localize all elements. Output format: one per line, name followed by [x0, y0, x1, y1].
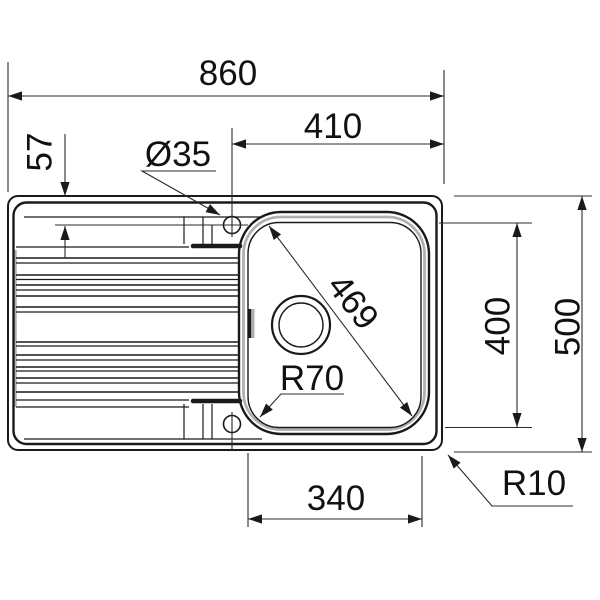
dim-label-bowl-width: 340	[307, 479, 365, 518]
leader-taphole-diameter	[139, 170, 221, 216]
leader-corner-radius	[447, 454, 573, 507]
dim-label-overall-depth: 500	[549, 298, 588, 356]
dim-label-corner-radius: R10	[502, 464, 566, 503]
dim-label-taphole-offset: 57	[21, 133, 60, 172]
dimension-overall-depth	[454, 195, 592, 453]
sink-outline	[7, 195, 443, 451]
drain-hole-inner	[278, 302, 324, 348]
dimension-bowl-diagonal	[268, 225, 413, 417]
dimension-right-section	[231, 128, 444, 237]
shading-accents	[14, 215, 426, 431]
dimension-taphole-offset	[55, 134, 248, 258]
dim-label-overall-width: 860	[199, 54, 257, 93]
dim-label-right-section-width: 410	[304, 107, 362, 146]
dimension-bowl-width	[231, 412, 423, 527]
drain-hole-outer	[270, 294, 332, 356]
dimension-bowl-depth	[439, 222, 532, 429]
dimension-overall-width	[7, 62, 445, 192]
sink-body	[7, 195, 443, 451]
leader-bowl-radius	[259, 393, 344, 418]
sink-rim	[12, 201, 438, 446]
dim-label-bowl-radius: R70	[280, 359, 344, 398]
dimension-labels: 860 410 57 Ø35 469 400 500 R70 340 R10	[21, 54, 588, 518]
dimension-lines	[7, 62, 592, 527]
drainboard	[16, 216, 262, 440]
dim-label-bowl-depth: 400	[479, 297, 518, 355]
dim-label-taphole-diameter: Ø35	[145, 135, 211, 174]
bowl-outer-edge	[237, 210, 431, 436]
